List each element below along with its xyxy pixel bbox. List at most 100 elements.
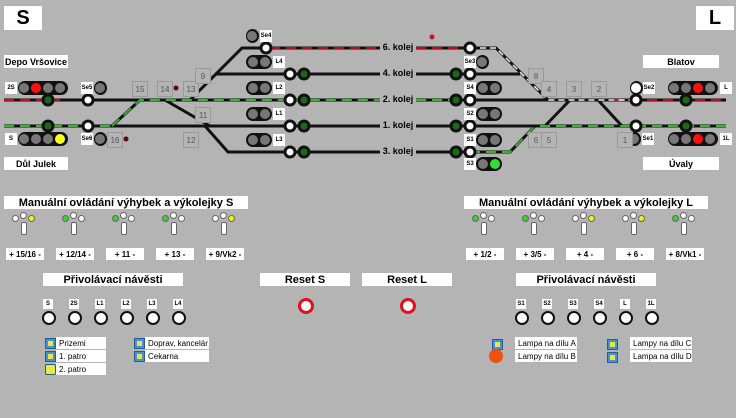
call-on-button[interactable] [172, 311, 186, 325]
signal-tag-L1[interactable]: L1 [273, 108, 285, 120]
signal-tag-S1[interactable]: S1 [464, 134, 476, 146]
switch-control [465, 212, 505, 262]
reset-l-button[interactable] [400, 298, 416, 314]
light-icon[interactable] [45, 338, 56, 349]
switch-button[interactable]: + 1/2 - [466, 248, 504, 260]
minus-lamp [78, 215, 85, 222]
manual-s-title: Manuální ovládání výhybek a výkolejky S [4, 196, 248, 209]
call-on-label: S3 [568, 299, 578, 309]
lever-icon[interactable] [171, 222, 177, 235]
lever-icon[interactable] [531, 222, 537, 235]
lever-icon[interactable] [221, 222, 227, 235]
center-lamp [480, 212, 487, 219]
reset-s-label: Reset S [260, 273, 350, 286]
call-on-button[interactable] [120, 311, 134, 325]
track-line [203, 125, 380, 154]
signal-tag-Se3[interactable]: Se3 [464, 56, 476, 68]
minus-lamp [688, 215, 695, 222]
signal-tag-S4[interactable]: S4 [464, 82, 476, 94]
switch-9[interactable]: 9 [195, 68, 211, 84]
call-on-button[interactable] [146, 311, 160, 325]
signal-tag-L2[interactable]: L2 [273, 82, 285, 94]
destination-dul-julek: Důl Julek [4, 157, 68, 170]
switch-16[interactable]: 16 [107, 132, 123, 148]
light-icon[interactable] [45, 351, 56, 362]
switch-13[interactable]: 13 [183, 81, 199, 97]
lamp-icon[interactable] [607, 339, 618, 350]
switch-control [515, 212, 555, 262]
switch-button[interactable]: + 3/5 - [516, 248, 554, 260]
switch-3[interactable]: 3 [566, 81, 582, 97]
switch-11[interactable]: 11 [195, 107, 211, 123]
lever-icon[interactable] [71, 222, 77, 235]
switch-control [615, 212, 655, 262]
light-icon[interactable] [45, 364, 56, 375]
call-on-button[interactable] [94, 311, 108, 325]
lever-icon[interactable] [581, 222, 587, 235]
lever-icon[interactable] [681, 222, 687, 235]
call-on-button[interactable] [541, 311, 555, 325]
reset-s-button[interactable] [298, 298, 314, 314]
plus-lamp [212, 215, 219, 222]
call-on-label: L3 [147, 299, 157, 309]
lever-icon[interactable] [21, 222, 27, 235]
switch-button[interactable]: + 6 - [616, 248, 654, 260]
call-on-button[interactable] [68, 311, 82, 325]
signal-1L [668, 132, 718, 146]
signal-tag-Se5[interactable]: Se5 [81, 82, 93, 94]
signal-tag-Se6[interactable]: Se6 [81, 133, 93, 145]
center-lamp [680, 212, 687, 219]
signal-tag-L[interactable]: L [720, 82, 732, 94]
signal-tag-S[interactable]: S [5, 133, 17, 145]
light-prizemi: Prizemi [56, 337, 106, 349]
light-icon[interactable] [134, 338, 145, 349]
switch-button[interactable]: + 15/16 - [6, 248, 44, 260]
call-on-button[interactable] [42, 311, 56, 325]
light-icon[interactable] [134, 351, 145, 362]
call-on-label: 1L [646, 299, 656, 309]
switch-14[interactable]: 14 [157, 81, 173, 97]
switch-button[interactable]: + 12/14 - [56, 248, 94, 260]
switch-2[interactable]: 2 [591, 81, 607, 97]
call-on-label: L [620, 299, 630, 309]
signal-tag-Se2[interactable]: Se2 [643, 82, 655, 94]
signal-tag-L3[interactable]: L3 [273, 134, 285, 146]
switch-control [5, 212, 45, 262]
center-lamp [120, 212, 127, 219]
switch-1[interactable]: 1 [617, 132, 633, 148]
switch-8[interactable]: 8 [528, 68, 544, 84]
lamp-icon-on[interactable] [489, 349, 503, 363]
signal-tag-Se1[interactable]: Se1 [642, 133, 654, 145]
switch-15[interactable]: 15 [132, 81, 148, 97]
call-on-button[interactable] [567, 311, 581, 325]
signal-tag-S2[interactable]: S2 [464, 108, 476, 120]
lever-icon[interactable] [481, 222, 487, 235]
signal-tag-2S[interactable]: 2S [5, 82, 17, 94]
call-on-label: S4 [594, 299, 604, 309]
switch-12[interactable]: 12 [183, 132, 199, 148]
signal-tag-1L[interactable]: 1L [720, 133, 732, 145]
lever-icon[interactable] [631, 222, 637, 235]
track-line [543, 98, 572, 128]
track-line [596, 98, 624, 128]
call-on-button[interactable] [645, 311, 659, 325]
track-label-6: 6. kolej [382, 42, 414, 52]
light-1-patro: 1. patro [56, 350, 106, 362]
call-on-button[interactable] [619, 311, 633, 325]
switch-5[interactable]: 5 [541, 132, 557, 148]
signal-tag-S3[interactable]: S3 [464, 158, 476, 170]
switch-button[interactable]: + 13 - [156, 248, 194, 260]
call-on-button[interactable] [593, 311, 607, 325]
switch-button[interactable]: + 4 - [566, 248, 604, 260]
signal-tag-L4[interactable]: L4 [273, 56, 285, 68]
call-on-button[interactable] [515, 311, 529, 325]
switch-4[interactable]: 4 [541, 81, 557, 97]
signal-2S [18, 81, 68, 95]
signal-tag-Se4[interactable]: Se4 [260, 30, 272, 42]
switch-button[interactable]: + 9/Vk2 - [206, 248, 244, 260]
track-diagram [4, 29, 726, 171]
switch-button[interactable]: + 11 - [106, 248, 144, 260]
switch-button[interactable]: + 8/Vk1 - [666, 248, 704, 260]
lever-icon[interactable] [121, 222, 127, 235]
lamp-icon[interactable] [607, 352, 618, 363]
